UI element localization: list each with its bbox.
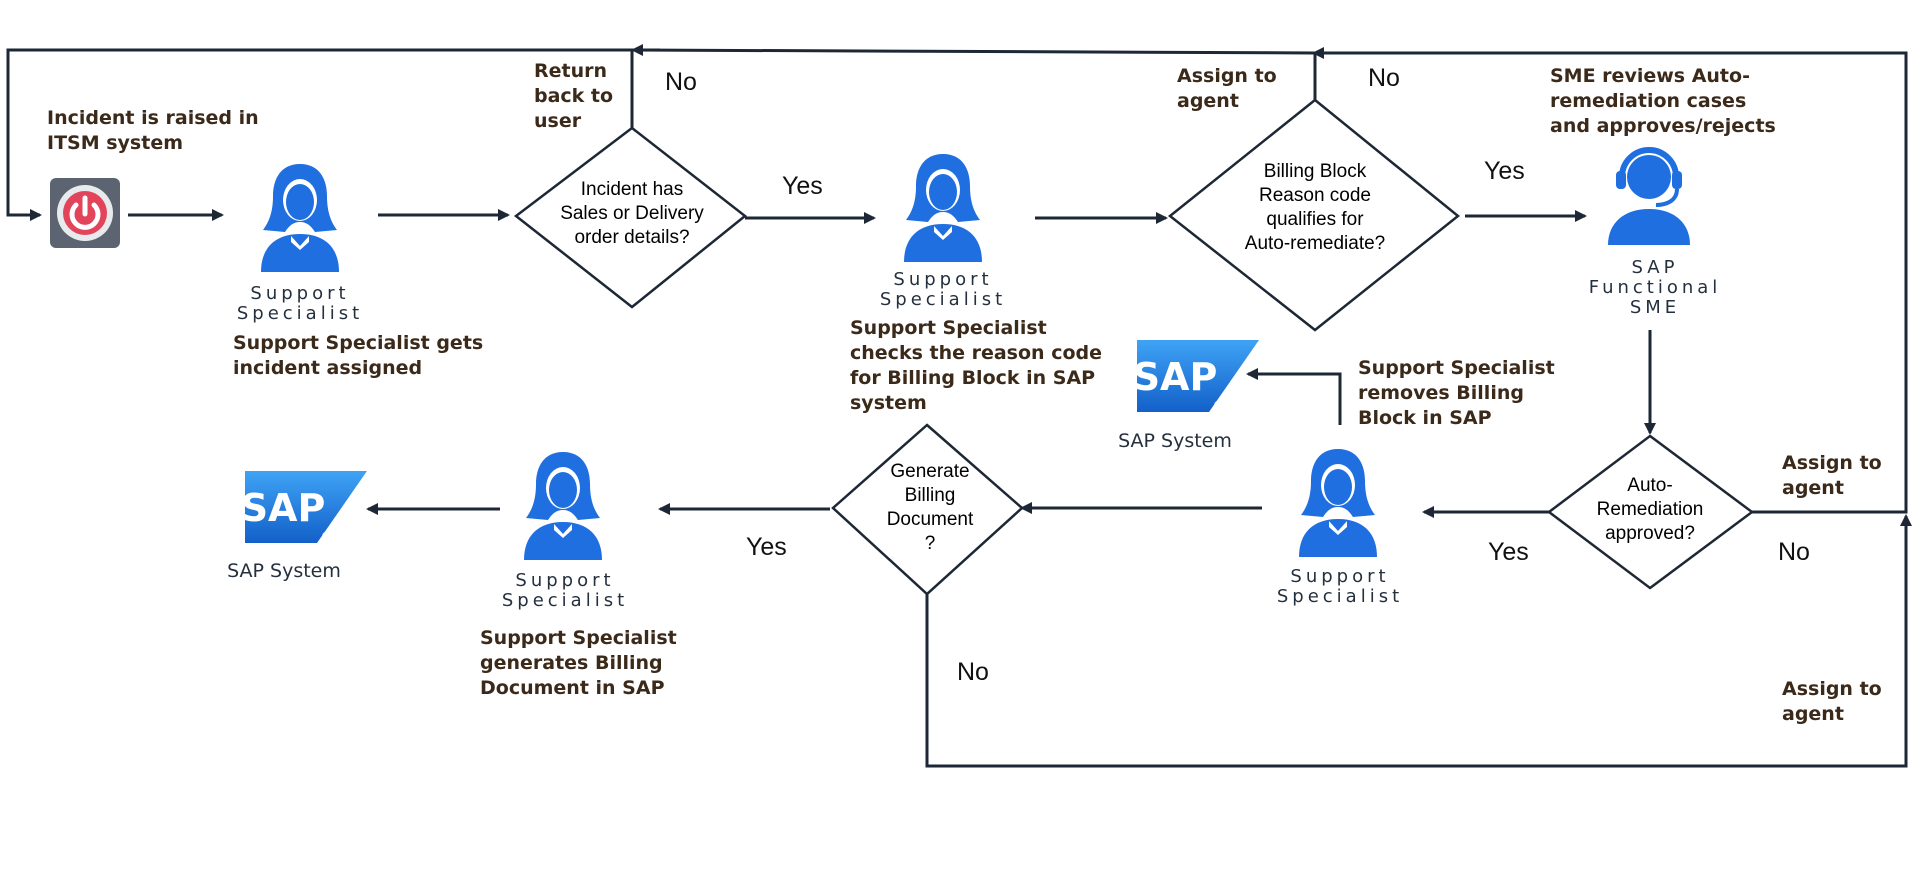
svg-text:®: ® — [1213, 400, 1223, 411]
edge-label-d2-no: No — [1368, 64, 1400, 92]
support-specialist-person-icon — [898, 150, 988, 262]
decision-d1-shape — [513, 126, 748, 309]
sap-logo-text: SAP — [245, 486, 325, 530]
power-button-icon — [50, 178, 120, 248]
sap-logo-text: SAP — [1137, 355, 1217, 399]
edge-d1-no — [6, 48, 634, 221]
edge-d4-no — [925, 514, 1912, 768]
sap-system-label: SAP System — [1118, 430, 1232, 452]
sap-logo-icon: SAP ® — [241, 471, 367, 543]
svg-text:®: ® — [321, 531, 331, 542]
edge-label-d4-no: No — [957, 658, 989, 686]
edge-label-d2-yes: Yes — [1484, 157, 1525, 185]
decision-d2-shape — [1167, 98, 1460, 332]
support-specialist-person-icon — [1293, 445, 1383, 557]
support-specialist-person-icon — [518, 448, 608, 560]
decision-d3-shape — [1546, 434, 1755, 590]
edge-label-d3-yes: Yes — [1488, 538, 1529, 566]
edge-d2-no — [1313, 51, 1908, 514]
edge-label-d3-no: No — [1778, 538, 1810, 566]
support-specialist-person-icon — [255, 160, 345, 272]
edge-label-d1-no: No — [665, 68, 697, 96]
sap-logo-icon: SAP ® — [1133, 340, 1259, 412]
sme-headset-icon — [1604, 143, 1694, 245]
edge-label-d1-yes: Yes — [782, 172, 823, 200]
sap-system-label: SAP System — [227, 560, 341, 582]
edge-label-d4-yes: Yes — [746, 533, 787, 561]
edge-specialist3-to-sap — [1246, 368, 1342, 425]
decision-d4-shape — [831, 423, 1024, 596]
edge-top-join — [634, 48, 1316, 55]
